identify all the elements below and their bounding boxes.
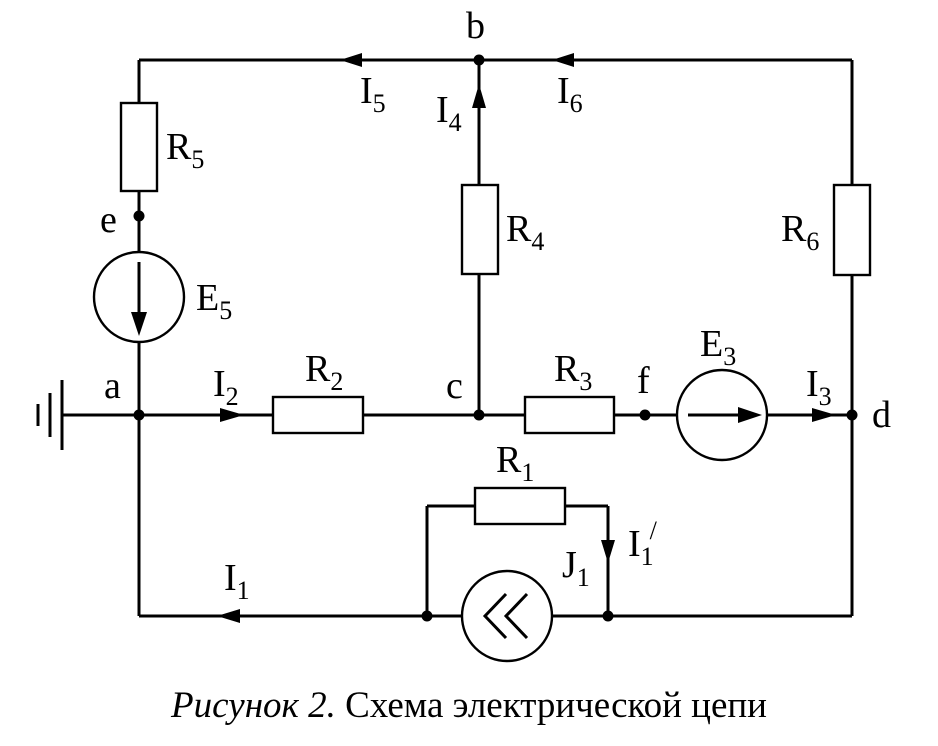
voltage-source-e3 bbox=[675, 368, 769, 462]
label-i1: I1 bbox=[224, 557, 250, 605]
resistor-r4 bbox=[460, 183, 500, 276]
figure-number: Рисунок 2. bbox=[171, 685, 336, 726]
arrow-i5 bbox=[340, 53, 362, 67]
arrow-i1-prime bbox=[601, 540, 615, 563]
arrow-i2 bbox=[220, 408, 244, 422]
label-e5: E5 bbox=[196, 277, 232, 325]
resistor-r3 bbox=[523, 395, 616, 435]
node-label-b: b bbox=[466, 5, 485, 47]
node-dot-d bbox=[846, 409, 858, 421]
label-r1: R1 bbox=[496, 439, 534, 487]
arrow-i1 bbox=[217, 609, 240, 623]
node-dot-a bbox=[133, 409, 145, 421]
arrow-i4 bbox=[472, 84, 486, 108]
resistor-r1 bbox=[473, 486, 567, 526]
label-i5: I5 bbox=[360, 70, 386, 118]
node-label-e: e bbox=[100, 199, 117, 241]
label-i2: I2 bbox=[213, 363, 239, 411]
label-r5: R5 bbox=[166, 126, 204, 174]
circuit-diagram: b e a c f d R5 R4 R6 R2 R3 R1 E5 E3 J1 I… bbox=[36, 5, 891, 663]
node-dot-c bbox=[473, 409, 485, 421]
wires bbox=[62, 58, 854, 618]
node-dot-b bbox=[473, 54, 485, 66]
label-j1: J1 bbox=[562, 544, 590, 592]
arrow-i3 bbox=[812, 408, 836, 422]
current-source-j1 bbox=[460, 569, 554, 663]
figure-caption-text: Схема электрической цепи bbox=[335, 685, 767, 726]
node-label-d: d bbox=[872, 394, 891, 436]
arrow-i6 bbox=[552, 53, 574, 67]
node-label-a: a bbox=[104, 365, 121, 407]
node-dot-j1-left bbox=[421, 610, 433, 622]
label-i6: I6 bbox=[557, 70, 583, 118]
label-r4: R4 bbox=[506, 208, 544, 256]
node-dot-f bbox=[639, 409, 651, 421]
node-dot-j1-right bbox=[602, 610, 614, 622]
node-label-f: f bbox=[637, 360, 650, 402]
voltage-source-e5 bbox=[92, 250, 186, 344]
label-r3: R3 bbox=[554, 348, 592, 396]
node-dot-e bbox=[133, 210, 145, 222]
resistor-r5 bbox=[119, 101, 159, 193]
figure-caption: Рисунок 2. Схема электрической цепи bbox=[0, 684, 938, 727]
label-i1-prime: I1/ bbox=[628, 516, 658, 571]
resistor-r6 bbox=[832, 183, 872, 277]
node-label-c: c bbox=[446, 365, 463, 407]
label-r2: R2 bbox=[305, 348, 343, 396]
label-i4: I4 bbox=[436, 89, 462, 137]
label-r6: R6 bbox=[781, 208, 819, 256]
ground-symbol bbox=[36, 380, 64, 450]
label-e3: E3 bbox=[700, 323, 736, 371]
resistor-r2 bbox=[271, 395, 365, 435]
label-i3: I3 bbox=[806, 363, 832, 411]
